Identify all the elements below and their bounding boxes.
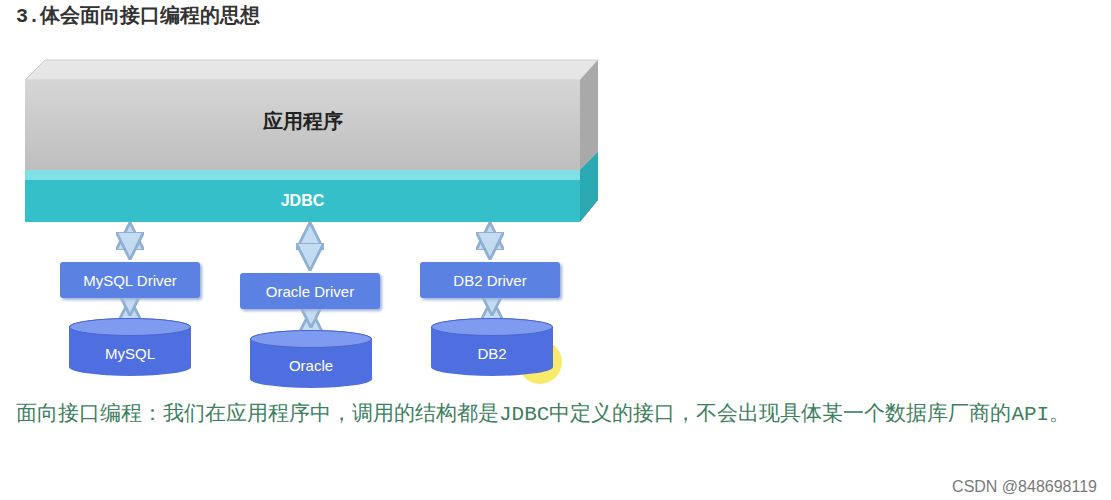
double-arrow-connector <box>127 228 134 254</box>
box-side-face <box>580 60 598 222</box>
node-text: JDBC <box>25 192 580 210</box>
application-box: 应用程序 <box>25 80 580 170</box>
cylinder-body <box>431 318 553 376</box>
cylinder-body <box>69 318 191 376</box>
double-arrow-connector <box>307 228 314 265</box>
jdbc-band: JDBC <box>25 180 580 222</box>
watermark: CSDN @848698119 <box>952 478 1097 496</box>
double-arrow-connector <box>308 315 315 322</box>
driver-box: MySQL Driver <box>60 262 200 298</box>
cylinder-top <box>432 319 553 336</box>
database-cylinder: MySQL <box>69 318 191 376</box>
double-arrow-connector <box>127 304 134 310</box>
node-text: 应用程序 <box>25 108 580 135</box>
cylinder-top <box>251 331 372 348</box>
driver-box: Oracle Driver <box>240 273 380 309</box>
title: 3.体会面向接口编程的思想 <box>16 2 260 29</box>
node-text: DB2 <box>431 345 553 362</box>
caption-note: 面向接口编程：我们在应用程序中，调用的结构都是JDBC中定义的接口，不会出现具体… <box>16 392 1096 438</box>
cylinder-body <box>250 330 372 388</box>
driver-box: DB2 Driver <box>420 262 560 298</box>
node-text: MySQL Driver <box>60 272 200 289</box>
database-cylinder: DB2 <box>431 318 553 376</box>
node-text: Oracle <box>250 357 372 374</box>
node-text: MySQL <box>69 345 191 362</box>
double-arrow-connector <box>487 228 494 254</box>
node-text: DB2 Driver <box>420 272 560 289</box>
node-text: Oracle Driver <box>240 283 380 300</box>
label-group: CSDN @848698119 <box>952 478 1097 496</box>
box-top-face <box>25 60 598 80</box>
band-side-face <box>580 152 598 222</box>
cylinder-top <box>70 319 191 336</box>
band-top-strip <box>25 170 580 180</box>
database-cylinder: Oracle <box>250 330 372 388</box>
double-arrow-connector <box>489 304 496 310</box>
